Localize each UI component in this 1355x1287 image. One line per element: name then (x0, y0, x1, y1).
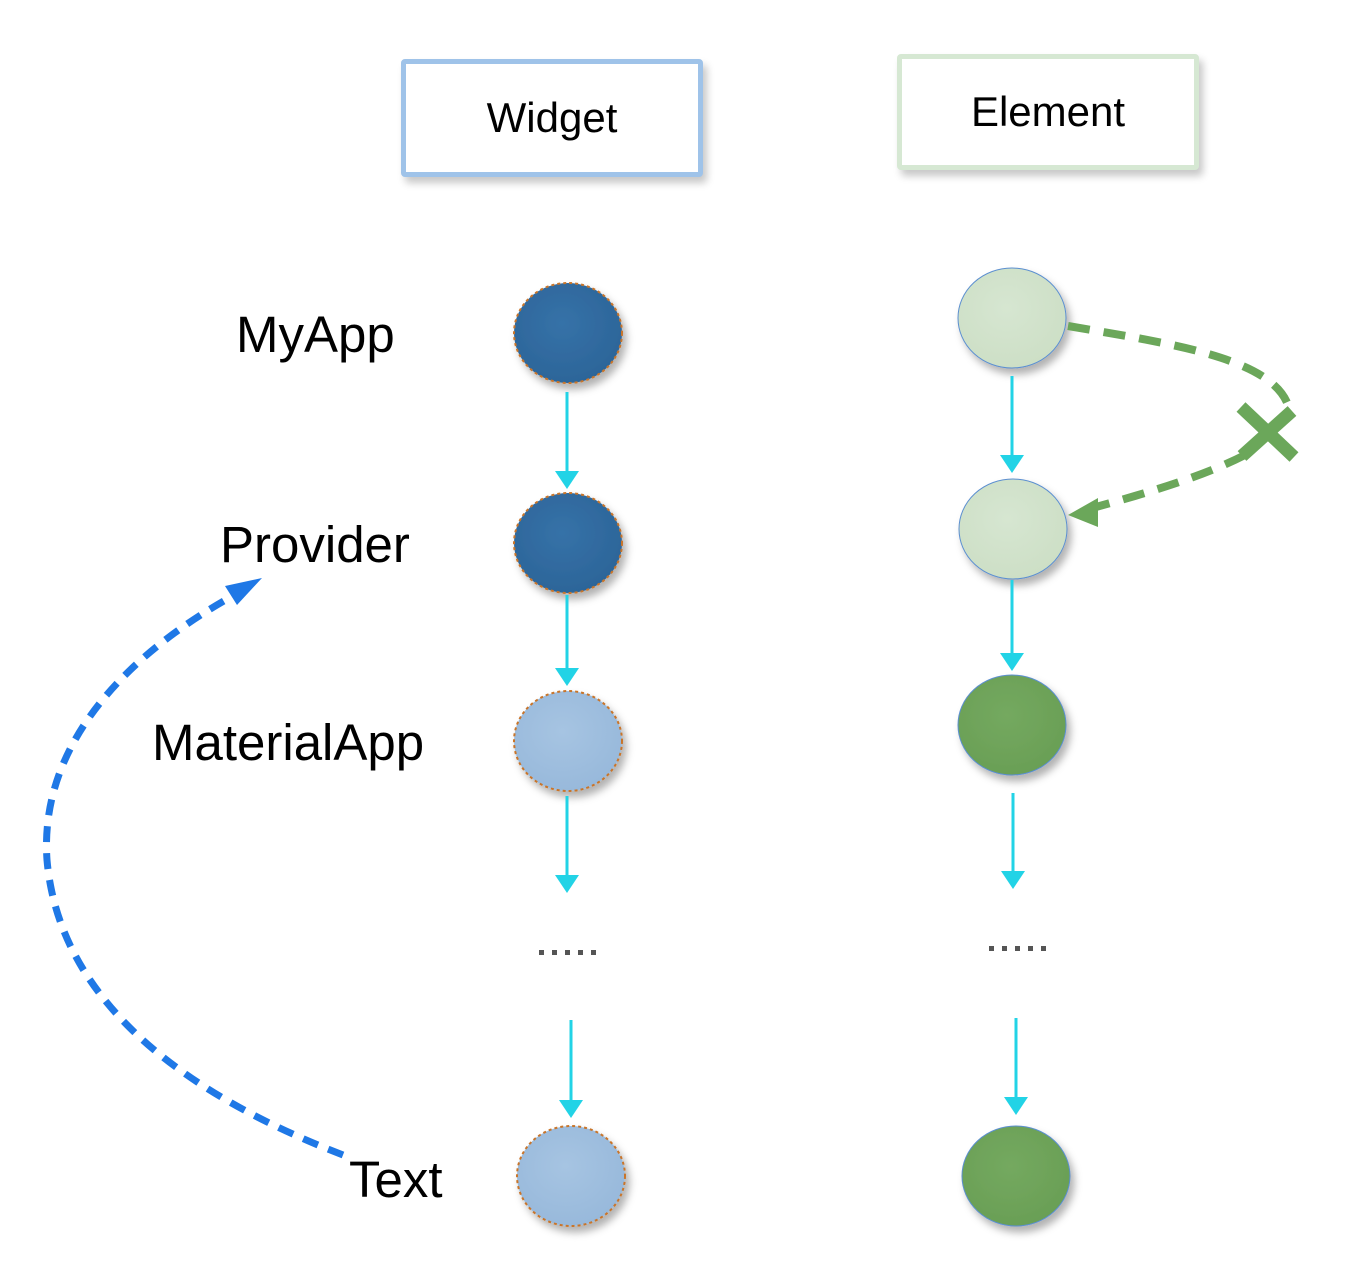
cross-icon (1236, 402, 1299, 462)
widget-node-materialapp (513, 690, 623, 792)
element-flow-arrow (1000, 580, 1024, 671)
widget-flow-arrow (555, 796, 579, 893)
element-node-provider (958, 478, 1068, 580)
element-node-text (961, 1125, 1071, 1227)
element-header-label: Element (970, 88, 1126, 135)
blocked-link-arrowhead (1068, 498, 1098, 527)
label-provider: Provider (220, 516, 410, 573)
lookup-link (43, 578, 345, 1159)
blocked-link (1067, 322, 1299, 527)
arrowhead-icon (1000, 653, 1024, 671)
label-materialapp: MaterialApp (152, 714, 425, 771)
widget-node-provider (513, 492, 623, 594)
lookup-link-arrowhead (225, 578, 262, 605)
widget-flow-arrow (555, 595, 579, 686)
widget-flow-arrow (559, 1020, 583, 1118)
widget-header-label: Widget (486, 94, 618, 141)
arrowhead-icon (555, 668, 579, 686)
element-flow-arrow (1004, 1018, 1028, 1115)
arrowhead-icon (555, 875, 579, 893)
element-flow-arrow (1000, 376, 1024, 473)
widget-ellipsis (539, 950, 596, 955)
element-node-myapp (957, 267, 1067, 369)
label-text: Text (349, 1151, 443, 1208)
arrowhead-icon (1000, 455, 1024, 473)
widget-header-box: Widget (401, 59, 703, 177)
arrowhead-icon (1001, 871, 1025, 889)
widget-node-text (516, 1125, 626, 1227)
widget-node-myapp (513, 282, 623, 384)
element-flow-arrow (1001, 793, 1025, 889)
label-myapp: MyApp (236, 306, 395, 363)
arrowhead-icon (555, 471, 579, 489)
arrowhead-icon (559, 1100, 583, 1118)
arrowhead-icon (1004, 1097, 1028, 1115)
element-header-box: Element (897, 54, 1199, 170)
widget-flow-arrow (555, 392, 579, 489)
element-node-materialapp (957, 674, 1067, 776)
element-ellipsis (989, 946, 1046, 951)
